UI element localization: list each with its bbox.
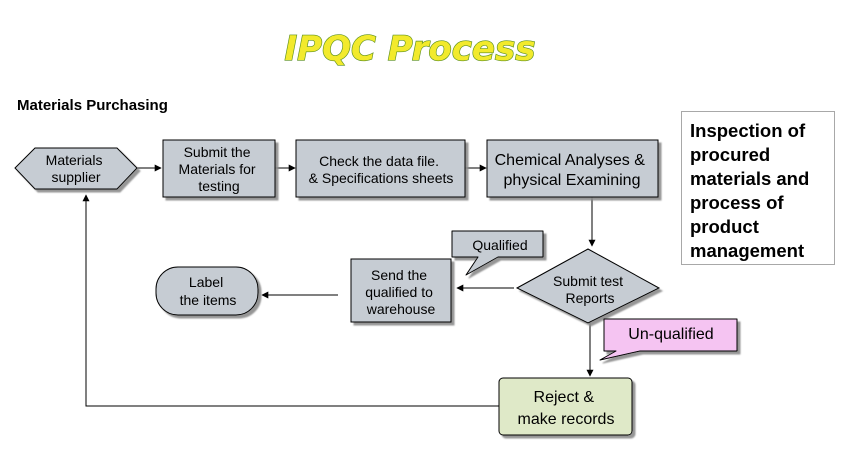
- svg-text:Chemical Analyses & phys: Chemical Analyses & physical Examining: [495, 152, 650, 189]
- node-label: qualified to: [365, 284, 433, 300]
- node-label: physical Examining: [504, 172, 641, 189]
- section-label: Materials Purchasing: [17, 97, 168, 114]
- callout-qualified: Qualified: [451, 230, 544, 276]
- note-line: Inspection of: [690, 120, 806, 141]
- node-label: Materials: [46, 152, 103, 168]
- callout-unqualified: Un-qualified: [599, 318, 738, 361]
- node-label: Materials for: [179, 161, 256, 177]
- node-label: Reject &: [534, 389, 595, 406]
- svg-text:Reject & make records: Reject & make records: [518, 389, 615, 428]
- note-line: procured: [690, 144, 771, 165]
- callout-qualified-text: Qualified: [472, 237, 527, 253]
- node-label: & Specifications sheets: [309, 170, 454, 186]
- node-label: Check the data file.: [319, 153, 439, 169]
- node-send-warehouse: Send the qualified to warehouse: [350, 258, 452, 323]
- node-materials-supplier: Materials supplier: [14, 147, 138, 190]
- arrow-reject-to-supplier: [82, 194, 499, 407]
- note-line: process of: [690, 192, 784, 213]
- node-label: Submit test: [553, 273, 623, 289]
- node-label: the items: [180, 292, 237, 308]
- inspection-note: Inspection of procured materials and pro…: [681, 111, 835, 265]
- note-line: management: [690, 240, 805, 261]
- svg-text:Materials supplier: Materials supplier: [46, 152, 107, 185]
- node-chemical-analyses: Chemical Analyses & physical Examining: [486, 139, 659, 198]
- node-label: Label: [189, 274, 223, 290]
- svg-text:Check the data file. &: Check the data file. & Specifications sh…: [309, 153, 454, 186]
- node-submit-materials: Submit the Materials for testing: [162, 139, 276, 198]
- connectors: [82, 164, 596, 407]
- svg-text:Submit test Reports: Submit test Reports: [553, 273, 627, 306]
- node-label: make records: [518, 411, 615, 428]
- node-label: Send the: [371, 267, 427, 283]
- node-label: Chemical Analyses &: [495, 152, 646, 169]
- node-submit-reports: Submit test Reports: [515, 248, 661, 324]
- node-check-data: Check the data file. & Specifications sh…: [295, 139, 466, 198]
- svg-text:Submit the Materials for: Submit the Materials for testing: [179, 144, 260, 194]
- node-label: Reports: [565, 290, 614, 306]
- node-label: Submit the: [184, 144, 251, 160]
- node-label: testing: [198, 178, 239, 194]
- node-reject-records: Reject & make records: [498, 377, 633, 436]
- note-line: product: [690, 216, 759, 237]
- node-label: warehouse: [366, 301, 436, 317]
- callout-unqualified-text: Un-qualified: [628, 326, 713, 343]
- node-label: supplier: [51, 169, 100, 185]
- svg-text:Send the qualified to: Send the qualified to warehouse: [365, 267, 437, 317]
- node-label-items: Label the items: [155, 266, 259, 316]
- note-line: materials and: [690, 168, 810, 189]
- page-title: IPQC Process: [285, 29, 536, 69]
- svg-text:Label the items: Label the items: [180, 274, 237, 308]
